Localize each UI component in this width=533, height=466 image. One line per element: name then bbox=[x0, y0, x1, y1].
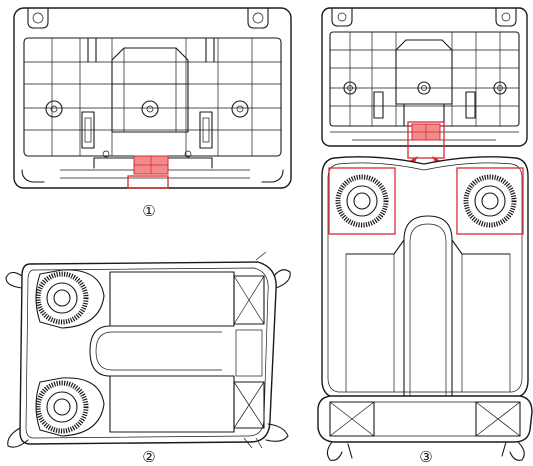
foot-loop-right-b bbox=[509, 441, 525, 461]
small-centre-block bbox=[395, 39, 453, 105]
slot-right-inner bbox=[202, 117, 210, 143]
screw-hole-centre bbox=[146, 105, 154, 113]
small-hole-right bbox=[184, 150, 192, 158]
panel-2-label: ② bbox=[142, 448, 155, 466]
reel-right-teeth bbox=[463, 174, 517, 228]
top-posts bbox=[87, 37, 215, 63]
assembly-reel-left bbox=[328, 167, 396, 235]
base-inner-outline bbox=[25, 267, 269, 439]
screw-hole-left bbox=[50, 105, 58, 113]
mount-ear-right bbox=[247, 7, 269, 29]
loop-top-right bbox=[273, 269, 291, 289]
reel-bottom-teeth bbox=[35, 380, 89, 434]
reel-right-rim bbox=[474, 185, 506, 217]
mount-ear-left bbox=[27, 7, 49, 29]
foot-x-box-left bbox=[329, 401, 375, 437]
loop-bottom-right bbox=[265, 423, 289, 442]
small-boss-right bbox=[493, 81, 507, 95]
foot-rails bbox=[374, 401, 476, 437]
foot-x-left-cross bbox=[329, 401, 375, 437]
loop-stubs bbox=[243, 251, 267, 449]
x-box-top-cross bbox=[233, 275, 265, 325]
centre-block-ribs bbox=[112, 48, 188, 132]
loop-top-left bbox=[5, 271, 23, 289]
panel-3-assembly: ③ bbox=[317, 7, 533, 466]
reel-bottom-rim bbox=[46, 391, 78, 423]
latch-indicator bbox=[127, 175, 169, 189]
x-box-bottom-cross bbox=[233, 381, 265, 429]
reel-top-hub bbox=[53, 289, 71, 307]
panel-3-label: ③ bbox=[419, 448, 432, 466]
reel-top-teeth bbox=[35, 271, 89, 325]
assembly-latch-detail bbox=[412, 124, 440, 140]
small-ear-hole-right bbox=[501, 12, 511, 22]
screw-boss-right bbox=[231, 100, 249, 118]
reel-right-highlight bbox=[456, 167, 524, 235]
panel-1-mount-underside: ① bbox=[13, 7, 292, 220]
foot-loop-right-a bbox=[501, 441, 507, 457]
arch-channel-inner bbox=[409, 223, 447, 398]
small-boss-centre bbox=[417, 81, 431, 95]
small-boss-hole-left bbox=[347, 85, 353, 91]
foot-x-box-right bbox=[475, 401, 521, 437]
reel-bottom-hub bbox=[53, 398, 71, 416]
small-boss-hole-centre bbox=[421, 85, 427, 91]
reel-bottom-housing bbox=[35, 377, 105, 437]
end-middle-panel bbox=[235, 329, 263, 377]
bottom-feet bbox=[21, 169, 284, 183]
reel-left-highlight bbox=[328, 167, 396, 235]
slot-left bbox=[81, 111, 95, 149]
ear-hole-left bbox=[32, 12, 44, 24]
reel-right-hub bbox=[481, 192, 499, 210]
reel-bottom-left bbox=[35, 377, 105, 437]
slot-left-inner bbox=[84, 117, 92, 143]
small-boss-hole-right bbox=[497, 85, 503, 91]
small-ear-left bbox=[331, 7, 353, 27]
small-ear-hole-left bbox=[337, 12, 347, 22]
reel-top-left bbox=[35, 269, 105, 329]
foot-x-right-cross bbox=[475, 401, 521, 437]
panel-1-label: ① bbox=[142, 202, 155, 220]
small-boss-left bbox=[343, 81, 357, 95]
small-rib-horizontals bbox=[330, 49, 519, 107]
channel-walls bbox=[345, 254, 511, 392]
slot-right bbox=[199, 111, 213, 149]
assembly-reel-right bbox=[456, 167, 524, 235]
screw-boss-centre bbox=[141, 100, 159, 118]
small-slot-left bbox=[373, 91, 384, 119]
ear-hole-right bbox=[252, 12, 264, 24]
reel-left-rim bbox=[346, 185, 378, 217]
screw-hole-right bbox=[236, 105, 244, 113]
assembly-foot bbox=[317, 395, 533, 443]
centre-tongue-inner bbox=[95, 331, 222, 371]
small-slot-right bbox=[465, 91, 476, 119]
small-hole-left bbox=[102, 150, 110, 158]
arch-channel bbox=[403, 215, 453, 399]
reel-left-hub bbox=[353, 192, 371, 210]
latch-detail bbox=[134, 156, 168, 174]
centre-tongue bbox=[89, 325, 227, 377]
foot-loop-left-a bbox=[326, 441, 343, 461]
upper-channel bbox=[109, 271, 235, 327]
reel-top-housing bbox=[35, 269, 105, 329]
small-ear-right bbox=[495, 7, 517, 27]
reel-top-rim bbox=[46, 282, 78, 314]
assembly-base-upper-inner bbox=[327, 162, 523, 393]
x-box-top bbox=[233, 275, 265, 325]
panel-2-base-plate: ② bbox=[5, 251, 291, 466]
foot-loop-left-b bbox=[347, 443, 353, 459]
screw-boss-left bbox=[45, 100, 63, 118]
loop-bottom-left bbox=[7, 427, 29, 448]
reel-left-teeth bbox=[335, 174, 389, 228]
x-box-bottom bbox=[233, 381, 265, 429]
assembly-latch-box bbox=[407, 121, 445, 159]
